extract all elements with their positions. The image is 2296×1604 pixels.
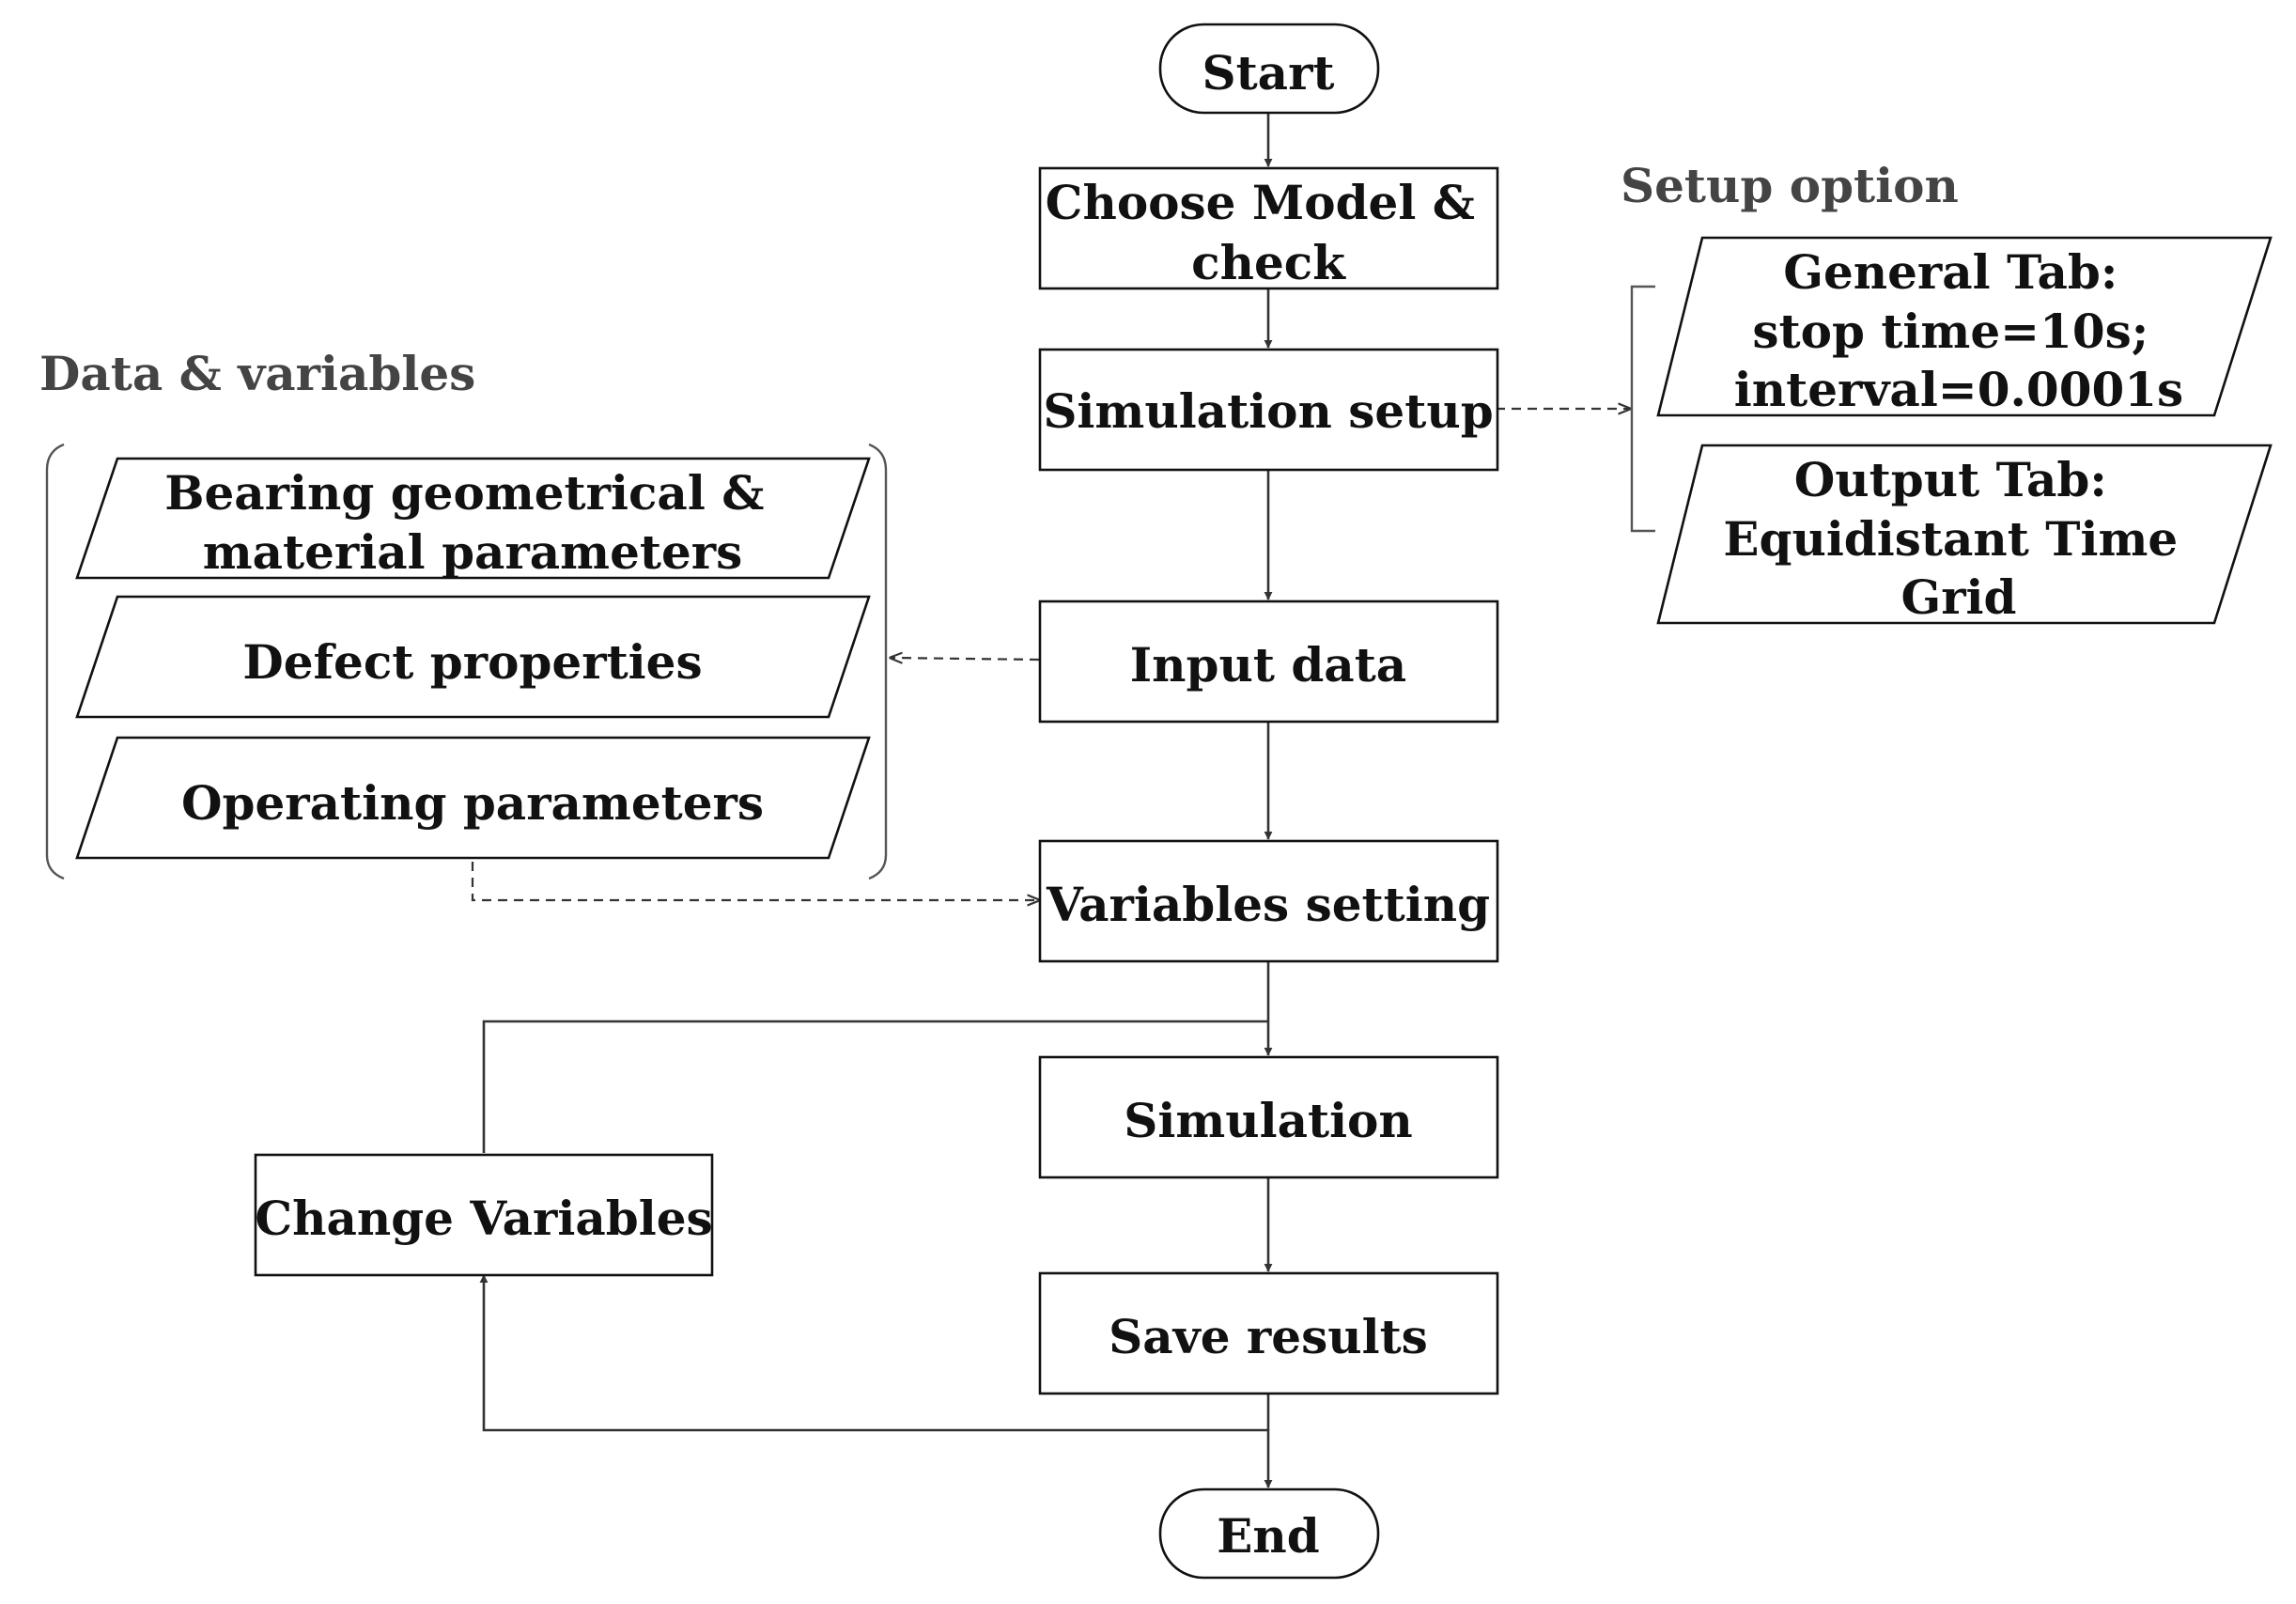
input-data-label: Input data	[1130, 637, 1406, 693]
simulation-label: Simulation	[1124, 1093, 1413, 1148]
connector-save-to-change-variables	[479, 1274, 1268, 1432]
simulation-line: Simulation	[1124, 1093, 1413, 1148]
main-flow-connectors	[479, 113, 1273, 1488]
left-bracket-open	[45, 443, 65, 880]
connector-change-variables-loop-back	[482, 1020, 1268, 1153]
change-variables-label: Change Variables	[255, 1191, 712, 1246]
choose-model-box	[1038, 166, 1499, 290]
variables-setting-line: Variables setting	[1046, 877, 1490, 932]
simulation-setup-label: Simulation setup	[1043, 383, 1493, 439]
bearing-params-label: Bearing geometrical & material parameter…	[164, 465, 781, 580]
operating-parameters-label: Operating parameters	[181, 775, 764, 831]
start-label: Start	[1202, 45, 1334, 101]
output-tab-line-2: Equidistant Time	[1723, 511, 2178, 567]
defect-properties-line: Defect properties	[242, 634, 702, 690]
left-bracket-close	[868, 443, 888, 880]
output-tab-line-3: Grid	[1901, 569, 2017, 625]
variables-setting-box	[1038, 839, 1499, 963]
defect-properties-label: Defect properties	[242, 634, 702, 690]
save-results-line: Save results	[1109, 1309, 1428, 1364]
simulation-box	[1038, 1055, 1499, 1179]
output-tab-line-1: Output Tab:	[1794, 452, 2107, 507]
simulation-setup-line: Simulation setup	[1043, 383, 1493, 439]
group-title-data-variables: Data & variables	[39, 346, 475, 401]
input-data-line: Input data	[1130, 637, 1406, 693]
output-tab-label: Output Tab: Equidistant Time Grid	[1723, 452, 2194, 625]
choose-model-line-2: check	[1191, 235, 1346, 290]
general-tab-line-1: General Tab:	[1783, 244, 2118, 300]
dashed-input-to-data-group	[891, 658, 1040, 660]
choose-model-label: Choose Model & check	[1046, 175, 1492, 290]
bearing-params-line-2: material parameters	[203, 524, 743, 580]
variables-setting-label: Variables setting	[1046, 877, 1490, 932]
right-bracket	[1630, 285, 1655, 533]
change-variables-box	[254, 1153, 714, 1277]
save-results-label: Save results	[1109, 1309, 1428, 1364]
end-label: End	[1217, 1508, 1319, 1564]
operating-parameters-box	[75, 736, 871, 860]
start-terminal	[1158, 23, 1380, 115]
start-label-line: Start	[1202, 45, 1334, 101]
general-tab-line-2: stop time=10s;	[1752, 304, 2149, 359]
bearing-params-box	[75, 457, 871, 580]
input-data-box	[1038, 600, 1499, 724]
dashed-data-group-to-variables	[471, 862, 1039, 900]
change-variables-line: Change Variables	[255, 1191, 712, 1246]
general-tab-line-3: interval=0.0001s	[1734, 362, 2183, 417]
dashed-connectors	[471, 409, 1630, 900]
defect-properties-box	[75, 595, 871, 719]
operating-parameters-line: Operating parameters	[181, 775, 764, 831]
save-results-box	[1038, 1271, 1499, 1395]
end-terminal	[1158, 1487, 1380, 1580]
output-tab-box	[1656, 444, 2273, 625]
group-title-setup-option: Setup option	[1621, 158, 1959, 213]
choose-model-line-1: Choose Model &	[1046, 175, 1475, 230]
general-tab-label: General Tab: stop time=10s; interval=0.0…	[1734, 244, 2183, 417]
bearing-params-line-1: Bearing geometrical &	[164, 465, 764, 521]
general-tab-box	[1656, 236, 2273, 417]
end-line: End	[1217, 1508, 1319, 1564]
simulation-setup-box	[1038, 348, 1499, 472]
